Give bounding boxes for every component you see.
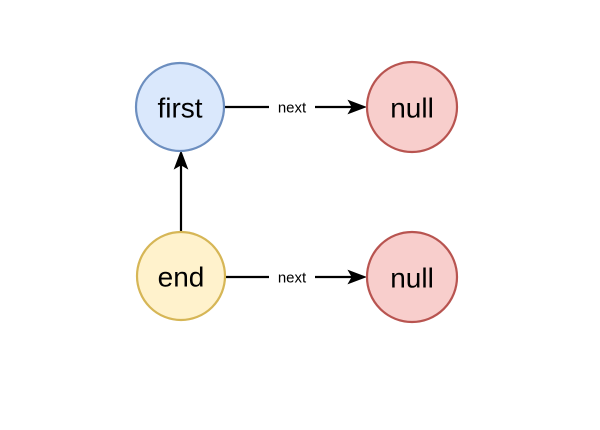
edge-label-first-next-null: next — [278, 100, 307, 117]
edge-end-to-first[interactable] — [173, 150, 189, 231]
node-null-bottom[interactable]: null — [365, 230, 459, 324]
edge-first-next-null[interactable]: next — [225, 97, 367, 119]
node-end[interactable]: end — [135, 230, 227, 322]
node-label-first: first — [157, 93, 202, 124]
edge-end-next-null[interactable]: next — [226, 267, 367, 289]
node-label-null-top: null — [390, 93, 434, 124]
node-circle-null-bottom — [365, 230, 459, 324]
node-circle-first — [134, 61, 226, 153]
arrowhead-end-next-null — [347, 269, 367, 285]
arrowhead-first-next-null — [347, 99, 367, 115]
arrowhead-end-to-first — [173, 150, 189, 170]
node-label-null-bottom: null — [390, 263, 434, 294]
node-circle-null-top — [365, 60, 459, 154]
node-circle-end — [135, 230, 227, 322]
node-null-top[interactable]: null — [365, 60, 459, 154]
node-first[interactable]: first — [134, 61, 226, 153]
edge-label-end-next-null: next — [278, 270, 307, 287]
edge-label-backdrop-end-next-null — [269, 267, 315, 289]
edge-label-backdrop-first-next-null — [269, 97, 315, 119]
node-label-end: end — [158, 262, 205, 293]
